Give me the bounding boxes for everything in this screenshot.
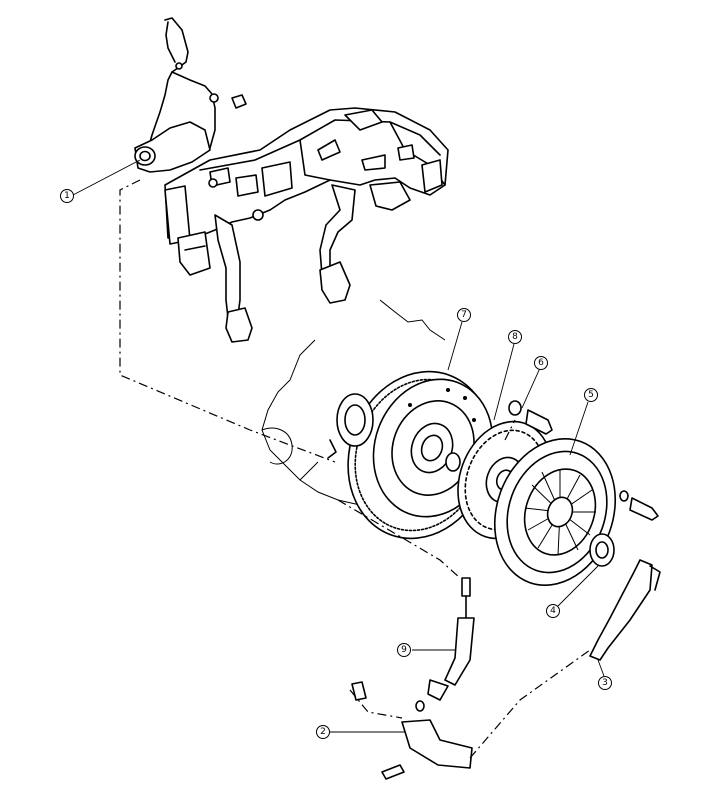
callout-8-label: 8 — [512, 332, 518, 342]
callout-4: 4 — [546, 604, 560, 618]
callout-7: 7 — [457, 308, 471, 322]
callout-1-label: 1 — [64, 191, 70, 201]
callout-6-label: 6 — [538, 358, 544, 368]
callout-6: 6 — [534, 356, 548, 370]
clutch-hose — [427, 577, 475, 701]
cover-bolt — [619, 490, 659, 521]
callout-7-label: 7 — [461, 310, 467, 320]
release-bearing — [589, 533, 615, 567]
callout-4-label: 4 — [550, 606, 556, 616]
callout-5: 5 — [584, 388, 598, 402]
callout-3-label: 3 — [602, 678, 608, 688]
release-cylinder — [351, 681, 473, 780]
callout-5-label: 5 — [588, 390, 594, 400]
callout-2: 2 — [316, 725, 330, 739]
release-fork — [589, 559, 661, 661]
crank-gear — [327, 393, 374, 459]
pedal-bracket-assembly — [134, 17, 449, 343]
connection-lines — [119, 179, 591, 759]
clutch-cover — [493, 437, 617, 587]
callout-9-label: 9 — [401, 645, 407, 655]
pilot-bolt — [508, 400, 553, 435]
callout-3: 3 — [598, 676, 612, 690]
callout-9: 9 — [397, 643, 411, 657]
callout-1: 1 — [60, 189, 74, 203]
callout-8: 8 — [508, 330, 522, 344]
callout-leaders — [72, 159, 605, 733]
callout-2-label: 2 — [320, 727, 326, 737]
